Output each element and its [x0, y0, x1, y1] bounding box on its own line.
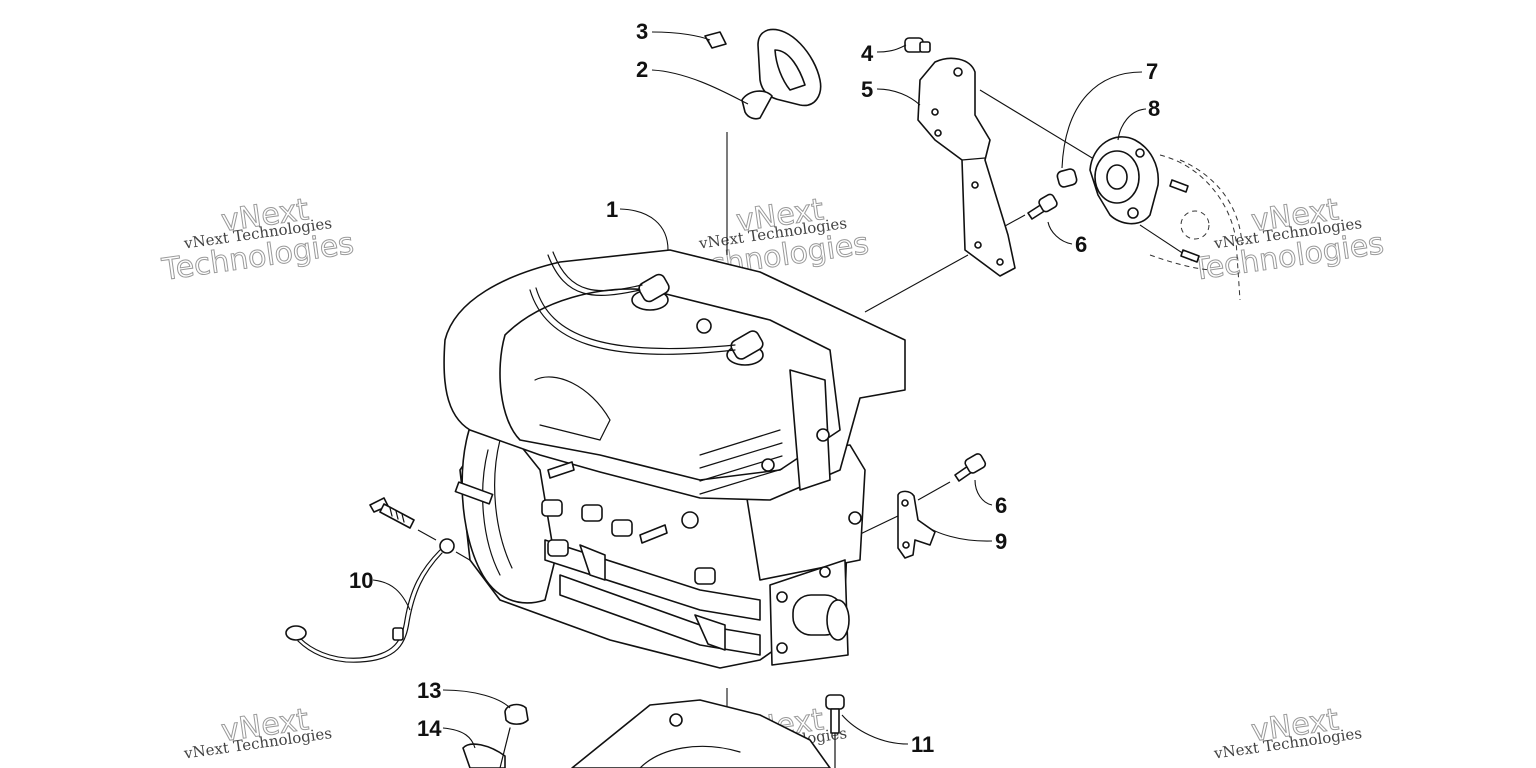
watermark: vNext vNext Technologies Technologies — [674, 192, 872, 289]
callout-6-upper: 6 — [1075, 232, 1087, 257]
base-plate — [571, 699, 831, 768]
ground-wire-10 — [285, 497, 455, 663]
engine-mount-bracket — [917, 57, 1016, 277]
callout-11: 11 — [911, 732, 934, 757]
frame-outline — [1149, 154, 1243, 301]
callout-14: 14 — [417, 716, 442, 741]
callout-6-lower: 6 — [995, 493, 1007, 518]
callout-10: 10 — [349, 568, 373, 593]
clip-3 — [704, 31, 727, 49]
watermark: vNext vNext Technologies — [182, 702, 333, 763]
callout-1: 1 — [606, 197, 618, 222]
callouts: 3 2 4 5 7 8 1 6 6 9 10 13 14 11 — [349, 19, 1160, 757]
engine-mount-8 — [1089, 136, 1160, 225]
watermark: vNext vNext Technologies Technologies — [159, 192, 357, 289]
engine — [443, 249, 906, 669]
callout-4: 4 — [861, 41, 874, 66]
bolt-6-lower — [954, 453, 987, 482]
callout-13: 13 — [417, 678, 441, 703]
bracket-9 — [897, 490, 936, 559]
watermark: vNext vNext Technologies — [1212, 702, 1363, 763]
callout-9: 9 — [995, 529, 1007, 554]
bolt-4 — [904, 37, 931, 53]
callout-5: 5 — [861, 77, 873, 102]
nut-7 — [1056, 168, 1078, 188]
starter-handle — [741, 28, 822, 120]
stud-14 — [462, 727, 511, 768]
bolt-11 — [825, 694, 845, 768]
nut-13 — [504, 703, 529, 725]
callout-8: 8 — [1148, 96, 1160, 121]
callout-7: 7 — [1146, 59, 1158, 84]
callout-2: 2 — [636, 57, 648, 82]
leader-lines — [372, 31, 1147, 749]
watermark: vNext vNext Technologies Technologies — [1189, 192, 1387, 289]
callout-3: 3 — [636, 19, 648, 44]
bolt-6-upper — [1027, 193, 1058, 220]
